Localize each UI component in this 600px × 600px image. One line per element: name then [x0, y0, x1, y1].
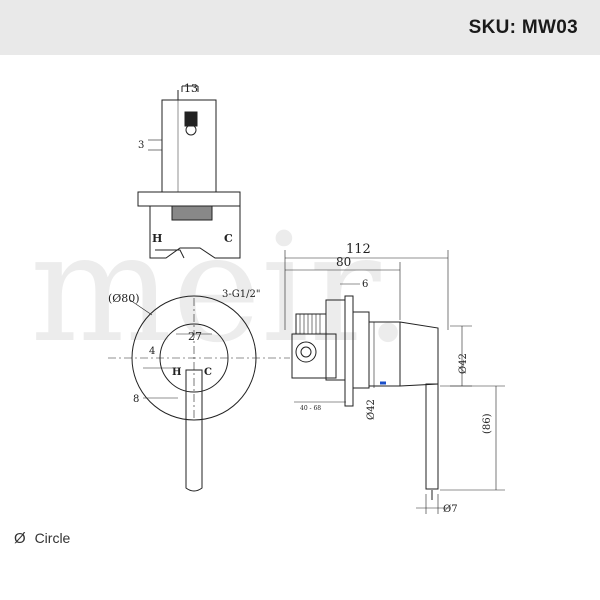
front-label-hot: H: [172, 367, 181, 378]
top-view: [137, 85, 241, 259]
sku-label: SKU: MW03: [468, 17, 578, 38]
side-thread: 3-G1/2": [222, 289, 260, 300]
front-label-cold: C: [204, 367, 212, 378]
side-dim-lever-thk: Ø7: [443, 504, 458, 515]
top-label-cold: C: [224, 232, 233, 245]
side-dim-total: 112: [346, 242, 371, 257]
side-dim-body: 80: [336, 255, 351, 269]
side-dim-range: 40 - 68: [300, 405, 321, 412]
side-dim-plate: 6: [362, 279, 368, 290]
front-dim-offset-bottom: 8: [133, 394, 139, 405]
side-dim-lever-len: (86): [482, 413, 493, 434]
side-dim-body-dia: Ø42: [366, 399, 377, 420]
top-label-hot: H: [152, 232, 162, 245]
side-view: [284, 250, 505, 514]
legend-label: Circle: [34, 530, 71, 546]
front-dim-diameter: (Ø80): [108, 292, 140, 305]
circle-symbol-icon: Ø: [14, 530, 26, 547]
legend: Ø Circle: [14, 530, 70, 547]
front-dim-inner: 27: [188, 330, 202, 343]
side-dim-lever-dia: Ø42: [458, 353, 469, 374]
watermark-text: meir.: [30, 202, 412, 376]
front-dim-offset-top: 4: [149, 346, 155, 357]
header-bar: SKU: MW03: [0, 0, 600, 55]
top-dim-width: 13: [184, 82, 198, 95]
top-dim-height: 3: [138, 140, 144, 151]
front-view: [108, 295, 290, 492]
